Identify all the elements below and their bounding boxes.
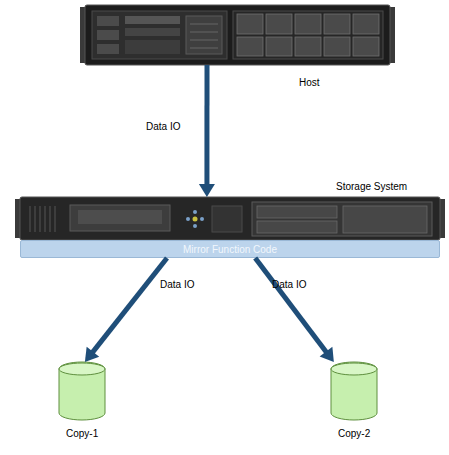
arrow-head: [199, 184, 215, 197]
arrow-shaft: [92, 258, 167, 353]
host-server: Host: [85, 5, 390, 65]
edge-label: Data IO: [160, 279, 194, 291]
storage-system-illustration: [15, 197, 445, 240]
copy-cylinder: Copy-1: [58, 362, 106, 420]
node-label: Storage System: [336, 181, 407, 193]
mirror-function-band: Mirror Function Code: [20, 240, 440, 258]
data-arrow: [199, 65, 215, 197]
host-server-illustration: [80, 5, 395, 65]
arrow-head: [85, 347, 99, 362]
cylinder-outline: [330, 362, 378, 420]
storage-system: Storage System: [20, 197, 440, 240]
cylinder-outline: [58, 362, 106, 420]
node-label: Mirror Function Code: [21, 244, 439, 256]
edge-label: Data IO: [146, 121, 180, 133]
arrow-shaft: [204, 65, 209, 185]
node-label: Copy-1: [66, 428, 98, 440]
data-arrow: [255, 258, 334, 362]
edge-label: Data IO: [272, 279, 306, 291]
arrow-head: [320, 347, 334, 362]
node-label: Copy-2: [338, 428, 370, 440]
node-label: Host: [299, 77, 320, 89]
arrow-shaft: [255, 258, 326, 352]
data-arrow: [85, 258, 167, 362]
copy-cylinder: Copy-2: [330, 362, 378, 420]
